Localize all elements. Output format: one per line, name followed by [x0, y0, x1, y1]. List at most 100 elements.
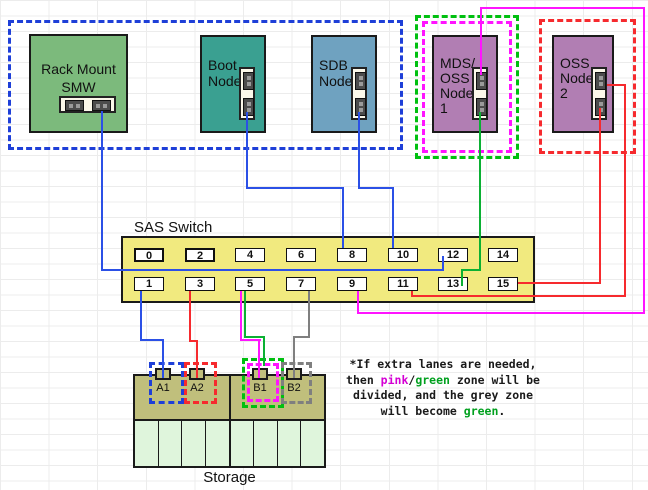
oss-2-connector-strip: [591, 67, 607, 120]
note-line-3: divided, and the grey zone: [352, 388, 533, 402]
sas-port-3: 3: [185, 277, 215, 291]
cable-boot-p8-h1: [246, 187, 344, 189]
cable-p5-b1-green-h1: [244, 336, 265, 338]
node-oss-2-label: OSS Node 2: [560, 55, 594, 101]
cable-smw-p12-v2: [442, 256, 444, 271]
note-line-2: then pink/green zone will be: [346, 372, 540, 387]
cable-boot-p8-v2: [342, 187, 344, 248]
cable-p15-oss2-h1: [518, 282, 601, 284]
storage-array: [133, 374, 326, 468]
storage-label: Storage: [203, 469, 256, 486]
cable-p3-a2-v1: [189, 291, 191, 341]
sas-switch-title: SAS Switch: [134, 219, 213, 236]
cable-p5-b1-pink-v1: [240, 291, 242, 341]
drive-bay: [205, 421, 231, 466]
pink-zone-outline-mds: [422, 21, 512, 153]
node-boot-label: Boot Node: [208, 57, 242, 89]
cable-mds-p13-h1: [461, 269, 481, 271]
cable-sdb-p10-v1: [358, 112, 360, 189]
drive-bay: [135, 421, 159, 466]
storage-drive-bays: [135, 421, 324, 466]
boot-port-icon: [243, 98, 254, 116]
sdb-port-icon: [355, 72, 366, 90]
sas-port-11: 11: [388, 277, 418, 291]
green-zone-outline-mds: [415, 15, 519, 159]
drive-bay: [301, 421, 324, 466]
smw-port-icon: [65, 100, 84, 111]
cable-mds-p13-v1: [479, 112, 481, 271]
note-line-4: will become green.: [380, 403, 506, 418]
sas-port-8: 8: [337, 248, 367, 262]
cable-p15-oss2-v1: [599, 108, 601, 284]
node-rack-mount-smw-label: Rack Mount SMW: [41, 61, 116, 95]
note-green-word: green: [415, 372, 450, 387]
node-mds-oss-1-label: MDS/ OSS Node 1: [440, 55, 475, 116]
node-rack-mount-smw: Rack Mount SMW: [29, 34, 128, 133]
sas-port-4: 4: [235, 248, 265, 262]
smw-port-icon: [92, 100, 111, 111]
cable-p9-mds-v3: [480, 7, 482, 75]
sas-port-10: 10: [388, 248, 418, 262]
storage-port-a2-label: A2: [190, 382, 204, 394]
cable-sdb-p10-h1: [358, 187, 394, 189]
red-zone-outline-oss2: [539, 19, 636, 154]
cable-p1-a1-h1: [140, 339, 164, 341]
sas-port-12: 12: [438, 248, 468, 262]
drive-bay: [254, 421, 278, 466]
cable-p7-b2-v1: [308, 291, 310, 338]
note-line-1: *If extra lanes are needed,: [349, 357, 537, 371]
cable-p3-a2-h1: [189, 340, 198, 342]
cable-p5-b1-pink-v2: [258, 339, 260, 378]
sas-port-14: 14: [488, 248, 518, 262]
smw-connector-strip: [59, 96, 116, 113]
note-green-word: green: [463, 403, 499, 418]
cable-p9-mds-h2: [480, 7, 645, 9]
drive-bay: [277, 421, 302, 466]
cable-mds-p13-v2: [461, 269, 463, 286]
cable-p11-oss2-v1: [411, 291, 413, 297]
cable-p9-mds-v2: [643, 7, 645, 314]
storage-port-b2-label: B2: [287, 382, 301, 394]
note-pink-word: pink: [380, 372, 409, 387]
cable-p9-mds-h1: [357, 312, 645, 314]
cable-p9-mds-v1: [357, 291, 359, 314]
cable-p7-b2-v2: [293, 336, 295, 378]
sas-port-7: 7: [286, 277, 316, 291]
cable-p5-b1-green-v1: [244, 291, 246, 338]
mds-oss-1-port-icon: [476, 98, 487, 116]
sas-port-5: 5: [235, 277, 265, 291]
node-mds-oss-1: MDS/ OSS Node 1: [432, 35, 498, 133]
storage-controller-section: [135, 376, 324, 421]
sas-port-9: 9: [337, 277, 367, 291]
cable-p1-a1-v1: [140, 291, 142, 341]
grey-zone-outline-b2: [281, 362, 312, 404]
cable-p7-b2-h1: [293, 336, 310, 338]
sas-port-15: 15: [488, 277, 518, 291]
cable-p11-oss2-h1: [411, 295, 626, 297]
cable-smw-p12-v1: [101, 111, 103, 271]
sdb-port-icon: [355, 98, 366, 116]
oss-2-port-icon: [595, 72, 606, 90]
cable-p5-b1-green-v2: [263, 336, 265, 366]
boot-port-icon: [243, 72, 254, 90]
boot-connector-strip: [239, 67, 255, 120]
sas-port-1: 1: [134, 277, 164, 291]
cable-sdb-p10-v2: [392, 187, 394, 248]
drive-bay: [182, 421, 206, 466]
blue-zone-outline: [8, 20, 403, 150]
storage-port-b1-label: B1: [253, 382, 267, 394]
cable-p5-b1-pink-h1: [240, 339, 261, 341]
cable-smw-p12-h1: [101, 269, 444, 271]
extra-lanes-note: *If extra lanes are needed, then pink/gr…: [330, 357, 556, 419]
cable-p11-oss2-h2: [607, 84, 626, 86]
sas-port-13: 13: [438, 277, 468, 291]
storage-divider: [229, 376, 231, 419]
sdb-connector-strip: [351, 67, 367, 120]
mds-oss-1-connector-strip: [472, 67, 488, 120]
sas-port-2: 2: [185, 248, 215, 262]
pink-zone-outline-b1: [247, 363, 279, 402]
node-boot: Boot Node: [200, 35, 266, 133]
cable-boot-p8-v1: [246, 112, 248, 189]
drive-bay: [230, 421, 255, 466]
